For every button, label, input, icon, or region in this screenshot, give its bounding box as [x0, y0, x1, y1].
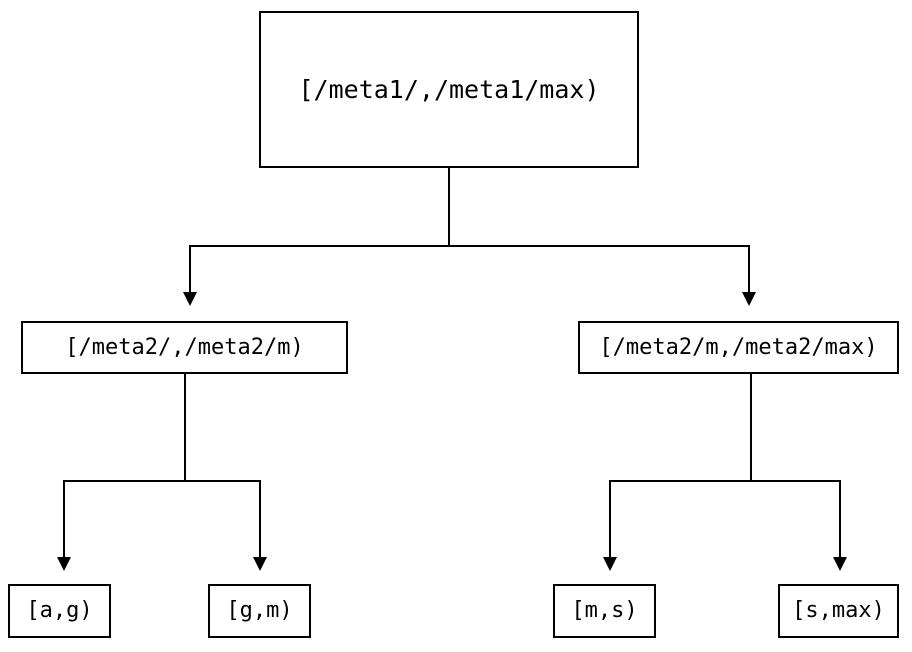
edge-mid-right-to-leaf-s-max-drop — [839, 480, 841, 558]
edge-root-stem — [448, 168, 450, 246]
arrowhead-mid-left-to-leaf-a-g-icon — [57, 557, 71, 571]
edge-mid-right-to-leaf-m-s-drop — [609, 480, 611, 558]
edge-mid-left-to-leaf-g-m-drop — [259, 480, 261, 558]
arrowhead-mid-right-to-leaf-m-s-icon — [603, 557, 617, 571]
tree-node-leaf-a-g-label: [a,g) — [26, 598, 93, 623]
edge-mid-left-stem — [184, 374, 186, 481]
edge-mid-left-to-leaf-a-g-drop — [63, 480, 65, 558]
arrowhead-mid-right-to-leaf-s-max-icon — [833, 557, 847, 571]
tree-node-mid-left[interactable]: [/meta2/,/meta2/m) — [21, 321, 348, 374]
edge-root-bus — [189, 245, 749, 247]
tree-node-root[interactable]: [/meta1/,/meta1/max) — [259, 11, 639, 168]
arrowhead-root-to-mid-right-icon — [742, 292, 756, 306]
tree-node-leaf-g-m-label: [g,m) — [226, 598, 293, 623]
tree-node-leaf-m-s[interactable]: [m,s) — [553, 584, 656, 638]
edge-root-to-mid-left-drop — [189, 245, 191, 293]
tree-node-mid-left-label: [/meta2/,/meta2/m) — [65, 334, 304, 360]
edge-mid-right-stem — [750, 374, 752, 481]
edge-mid-left-bus — [63, 480, 261, 482]
tree-node-mid-right-label: [/meta2/m,/meta2/max) — [599, 334, 878, 360]
arrowhead-root-to-mid-left-icon — [183, 292, 197, 306]
tree-node-root-label: [/meta1/,/meta1/max) — [298, 75, 600, 104]
tree-node-leaf-a-g[interactable]: [a,g) — [8, 584, 111, 638]
edge-mid-right-bus — [609, 480, 841, 482]
tree-node-leaf-g-m[interactable]: [g,m) — [208, 584, 311, 638]
tree-node-mid-right[interactable]: [/meta2/m,/meta2/max) — [578, 321, 899, 374]
arrowhead-mid-left-to-leaf-g-m-icon — [253, 557, 267, 571]
tree-node-leaf-s-max[interactable]: [s,max) — [778, 584, 899, 638]
edge-root-to-mid-right-drop — [748, 245, 750, 293]
tree-node-leaf-m-s-label: [m,s) — [571, 598, 638, 623]
tree-node-leaf-s-max-label: [s,max) — [792, 598, 885, 623]
